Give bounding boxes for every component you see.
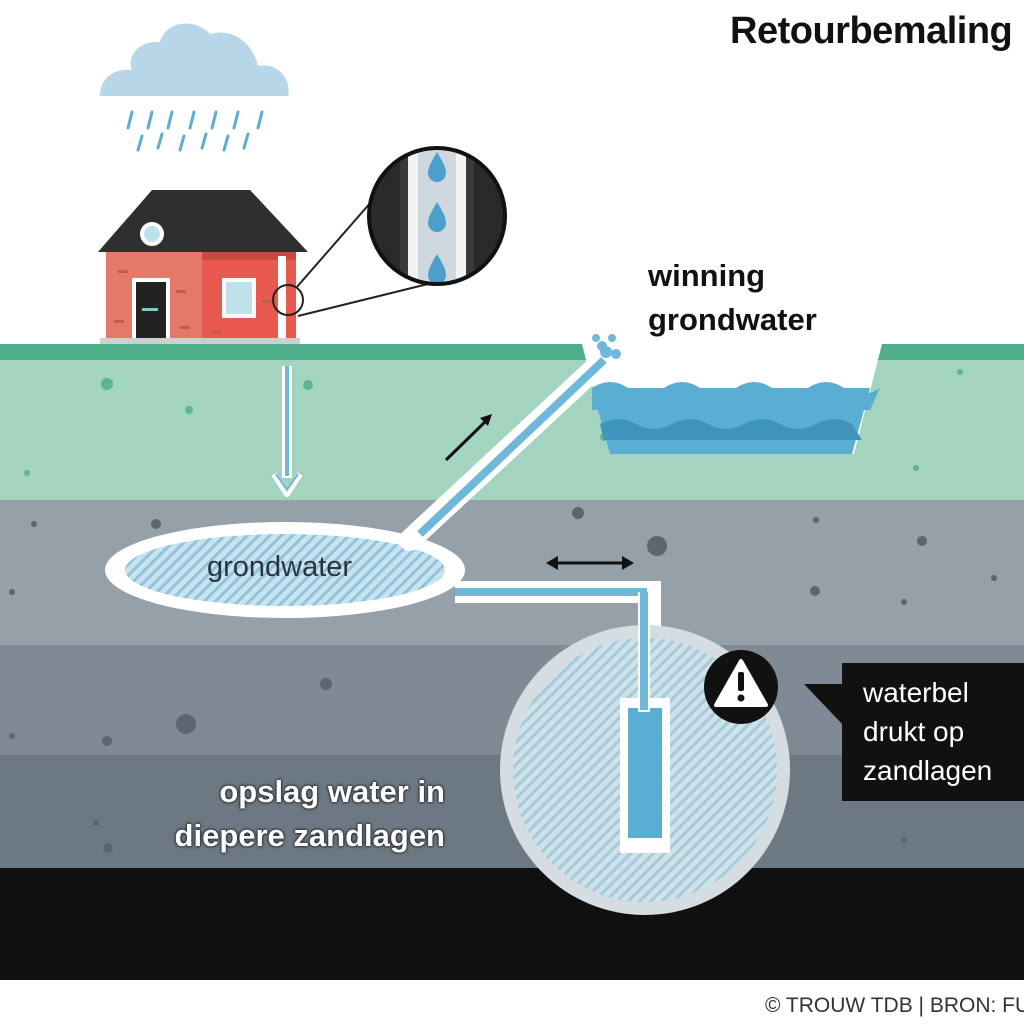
double-arrow-icon: [546, 556, 634, 570]
callout-label: waterbel drukt op zandlagen: [863, 677, 993, 786]
infiltration-arrow: [271, 366, 303, 497]
bedrock-layer: [0, 868, 1024, 980]
warning-icon: [704, 650, 778, 724]
water-spray: [592, 334, 621, 359]
diagram-title: Retourbemaling: [730, 10, 1013, 52]
storage-label: opslag water in diepere zandlagen: [174, 774, 445, 853]
callout-pointer: [804, 684, 844, 726]
source-credit: © TROUW TDB | BRON: FUGRO: [765, 994, 1024, 1017]
extraction-label: winning grondwater: [648, 258, 817, 337]
rain-cloud-icon: [100, 23, 289, 152]
callout-box: [842, 663, 1024, 801]
house-icon: [98, 190, 308, 344]
groundwater-reservoir: [105, 522, 465, 618]
footer-band: [0, 980, 1024, 1024]
groundwater-label: grondwater: [207, 551, 353, 583]
extraction-pipe: [399, 334, 621, 551]
extraction-basin: [582, 344, 882, 454]
soil-specks: [9, 369, 997, 853]
arrow-up-right-icon: [444, 414, 492, 462]
pipe-magnifier-icon: [272, 146, 507, 317]
